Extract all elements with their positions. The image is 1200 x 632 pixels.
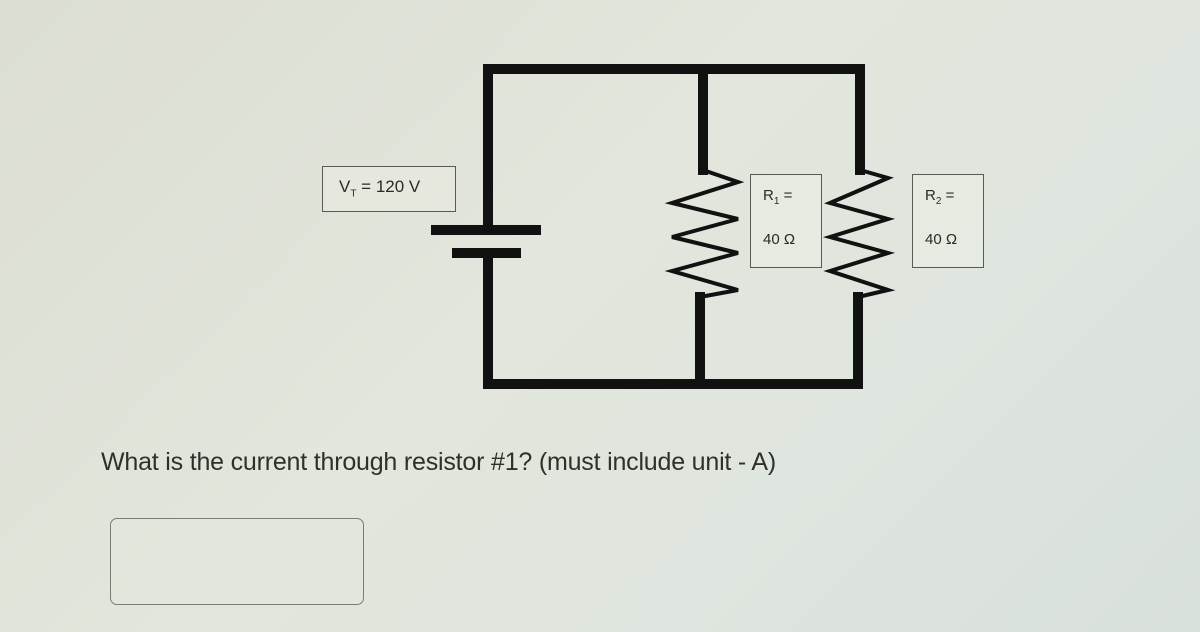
resistor-2-subscript: 2 <box>935 196 942 207</box>
resistor-1-symbol: R <box>763 187 774 204</box>
wire-bottom <box>483 250 863 389</box>
source-symbol: V <box>339 177 351 196</box>
resistor-2-symbol: R <box>925 187 936 204</box>
wire-top <box>483 64 865 230</box>
source-voltage-text: VT = 120 V <box>339 177 420 199</box>
resistor-1-label: R1 = 40 Ω <box>750 174 822 268</box>
source-subscript: T <box>350 188 357 200</box>
question-text: What is the current through resistor #1?… <box>101 448 777 476</box>
answer-input[interactable] <box>110 518 364 605</box>
resistor-1-name: R1 = <box>763 187 792 207</box>
resistor-2-label: R2 = 40 Ω <box>912 174 984 268</box>
resistor-2-name: R2 = <box>925 187 954 207</box>
source-equals: = <box>356 177 376 196</box>
source-voltage-value: 120 V <box>375 177 421 196</box>
resistor-2-equals: = <box>941 187 955 204</box>
resistor-2-value: 40 Ω <box>925 231 958 248</box>
resistor-1-value: 40 Ω <box>763 231 796 248</box>
resistor-1-equals: = <box>779 187 793 204</box>
resistor-2-zigzag <box>822 168 896 299</box>
resistor-1-subscript: 1 <box>773 196 780 207</box>
resistor-1-zigzag <box>664 168 745 299</box>
source-voltage-label: VT = 120 V <box>322 166 456 212</box>
